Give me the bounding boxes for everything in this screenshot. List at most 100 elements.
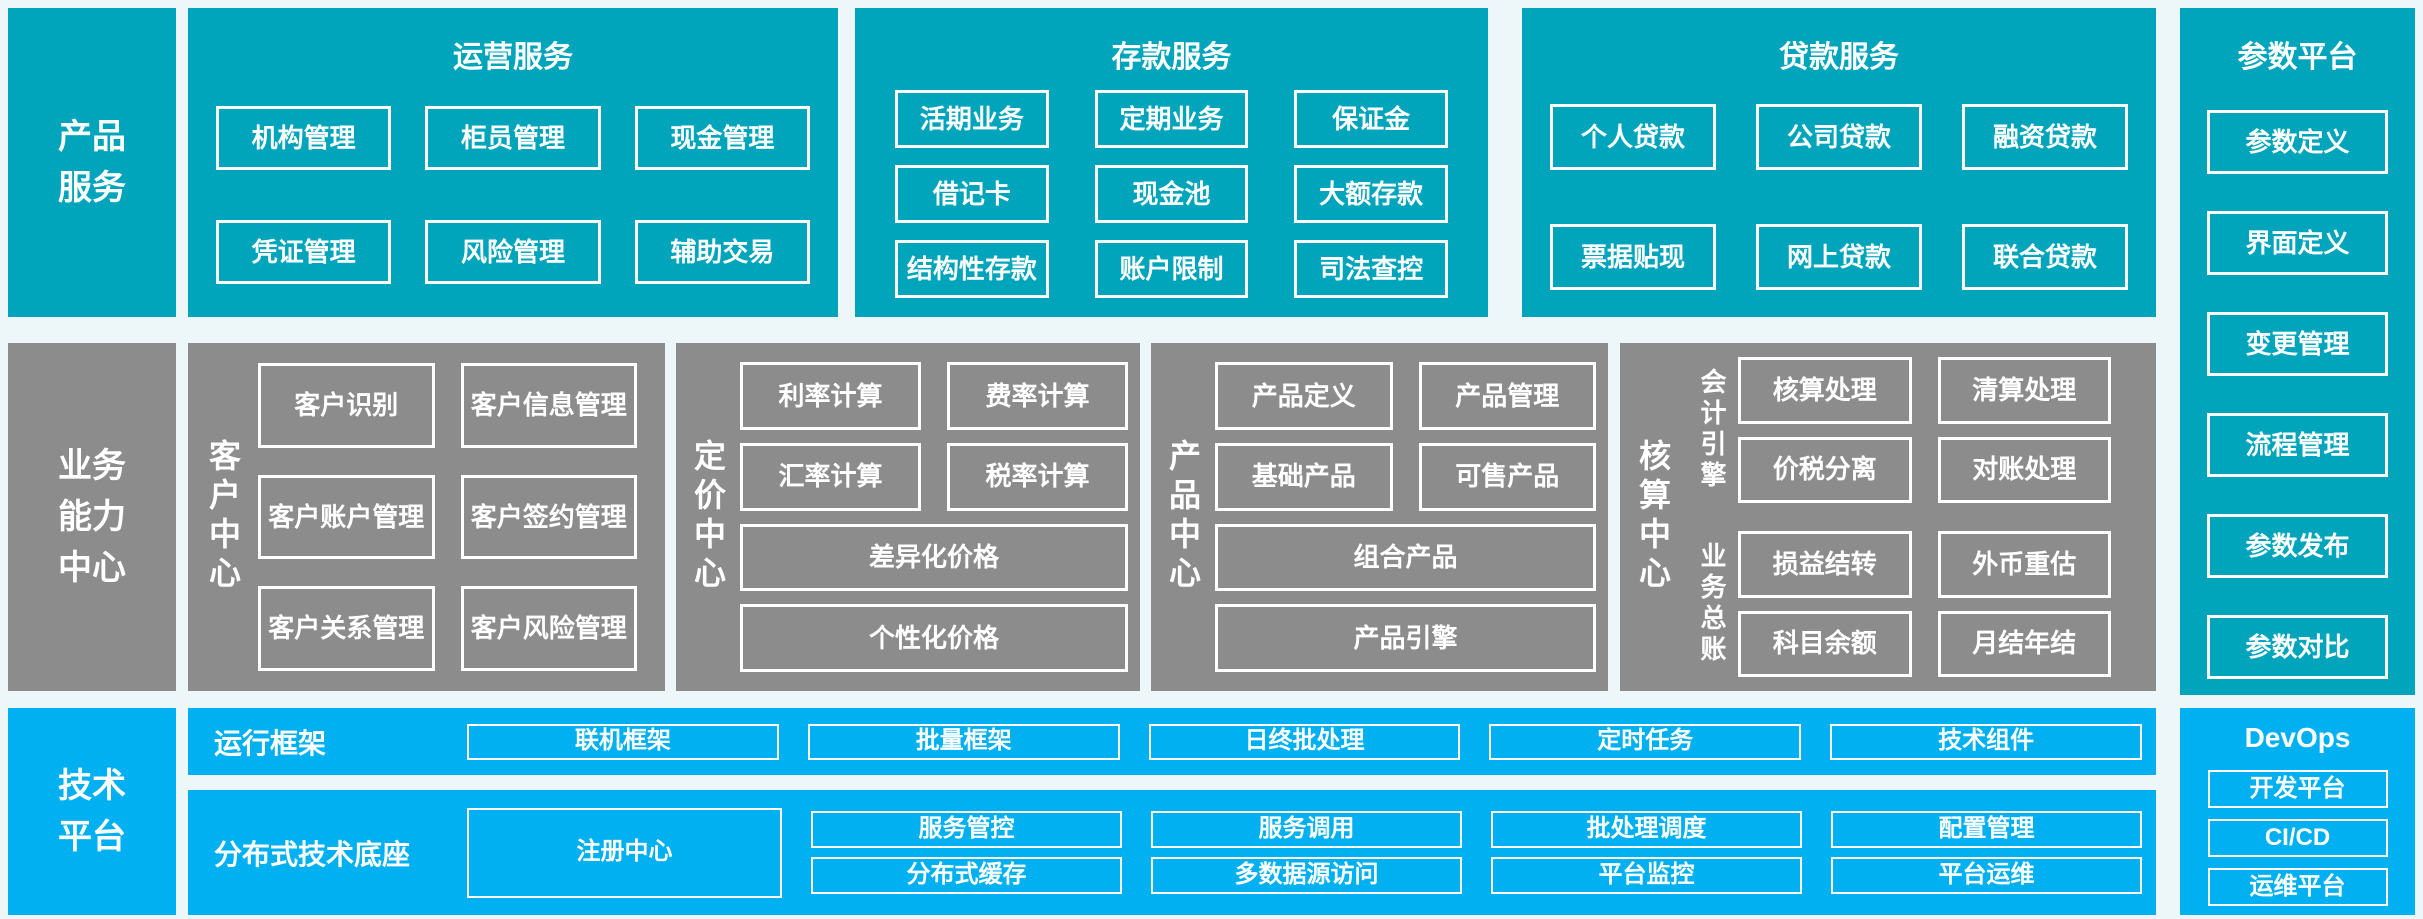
module-box: 网上贷款 bbox=[1756, 224, 1922, 290]
operation-services-grid: 机构管理 柜员管理 现金管理 凭证管理 风险管理 辅助交易 bbox=[216, 106, 810, 284]
module-box: 客户信息管理 bbox=[460, 363, 637, 448]
module-box: 凭证管理 bbox=[216, 220, 392, 284]
module-box: 费率计算 bbox=[947, 362, 1128, 430]
module-box: 参数对比 bbox=[2207, 615, 2388, 679]
rail-product-services-label: 产品服务 bbox=[58, 117, 126, 207]
section-operation-services: 运营服务 机构管理 柜员管理 现金管理 凭证管理 风险管理 辅助交易 bbox=[188, 8, 838, 317]
module-box: 流程管理 bbox=[2207, 413, 2388, 477]
module-box: 产品管理 bbox=[1418, 362, 1596, 430]
product-center-label: 产品中心 bbox=[1165, 439, 1201, 595]
module-box: 基础产品 bbox=[1215, 442, 1393, 511]
section-parameter-platform: 参数平台 参数定义 界面定义 变更管理 流程管理 参数发布 参数对比 bbox=[2180, 8, 2415, 695]
module-box: 配置管理 bbox=[1831, 811, 2142, 848]
module-box: 技术组件 bbox=[1830, 723, 2142, 760]
deposit-services-grid: 活期业务 定期业务 保证金 借记卡 现金池 大额存款 结构性存款 账户限制 司法… bbox=[895, 90, 1448, 298]
module-box: 月结年结 bbox=[1937, 610, 2111, 677]
module-box: 运维平台 bbox=[2207, 868, 2388, 906]
module-box: 批处理调度 bbox=[1491, 811, 1802, 848]
customer-center-label: 客户中心 bbox=[205, 439, 241, 595]
module-box: 服务管控 bbox=[811, 811, 1122, 848]
pricing-center-grid: 利率计算 费率计算 汇率计算 税率计算 差异化价格 个性化价格 bbox=[740, 362, 1128, 672]
section-pricing-center: 定价中心 利率计算 费率计算 汇率计算 税率计算 差异化价格 个性化价格 bbox=[676, 343, 1140, 691]
rail-product-services: 产品服务 bbox=[8, 8, 176, 317]
parameter-platform-list: 参数定义 界面定义 变更管理 流程管理 参数发布 参数对比 bbox=[2180, 110, 2415, 679]
section-devops: DevOps 开发平台 CI/CD 运维平台 bbox=[2180, 708, 2415, 915]
section-title: 存款服务 bbox=[1111, 41, 1232, 74]
section-title: DevOps bbox=[2244, 722, 2351, 753]
module-box: 注册中心 bbox=[467, 807, 782, 898]
module-box: 结构性存款 bbox=[895, 240, 1049, 298]
module-box: 客户签约管理 bbox=[460, 474, 637, 560]
module-box: 风险管理 bbox=[425, 220, 601, 284]
module-box: 价税分离 bbox=[1738, 436, 1912, 503]
runtime-framework-label: 运行框架 bbox=[214, 727, 327, 759]
module-box: 客户关系管理 bbox=[258, 586, 435, 671]
module-box: 活期业务 bbox=[895, 90, 1049, 148]
accounting-engine-label: 会计引擎 bbox=[1697, 368, 1727, 492]
module-box: 分布式缓存 bbox=[811, 857, 1122, 894]
rail-business-capability: 业务能力中心 bbox=[8, 343, 176, 691]
module-box: 现金管理 bbox=[634, 106, 810, 170]
section-title: 贷款服务 bbox=[1779, 41, 1899, 74]
module-box: 组合产品 bbox=[1215, 523, 1596, 592]
module-box: 日终批处理 bbox=[1148, 723, 1461, 760]
product-center-grid: 产品定义 产品管理 基础产品 可售产品 组合产品 产品引擎 bbox=[1215, 362, 1596, 672]
module-box: 产品定义 bbox=[1215, 362, 1393, 430]
distributed-base-label: 分布式技术底座 bbox=[214, 838, 411, 870]
business-ledger-group: 业务总账 损益结转 外币重估 科目余额 月结年结 bbox=[1686, 531, 2111, 677]
pricing-center-label: 定价中心 bbox=[690, 439, 726, 595]
module-box: 个人贷款 bbox=[1550, 104, 1716, 170]
module-box: 柜员管理 bbox=[425, 106, 601, 170]
business-ledger-grid: 损益结转 外币重估 科目余额 月结年结 bbox=[1738, 531, 2111, 677]
module-box: 客户账户管理 bbox=[258, 474, 435, 560]
module-box: 损益结转 bbox=[1738, 531, 1912, 598]
distributed-column: 服务管控 分布式缓存 bbox=[811, 811, 1122, 894]
section-title: 运营服务 bbox=[453, 41, 573, 74]
module-box: 账户限制 bbox=[1094, 240, 1249, 298]
module-box: 票据贴现 bbox=[1550, 224, 1716, 290]
section-distributed-base: 分布式技术底座 注册中心 服务管控 分布式缓存 服务调用 多数据源访问 批处理调… bbox=[188, 790, 2156, 915]
module-box: 公司贷款 bbox=[1756, 104, 1922, 170]
module-box: 外币重估 bbox=[1937, 531, 2111, 598]
module-box: CI/CD bbox=[2207, 819, 2388, 857]
accounting-center-body: 会计引擎 核算处理 清算处理 价税分离 对账处理 业务总账 损益结转 外币重估 … bbox=[1686, 357, 2111, 677]
section-runtime-framework: 运行框架 联机框架 批量框架 日终批处理 定时任务 技术组件 bbox=[188, 708, 2156, 775]
rail-business-capability-label: 业务能力中心 bbox=[58, 446, 126, 587]
module-box: 开发平台 bbox=[2207, 770, 2388, 808]
module-box: 平台监控 bbox=[1491, 857, 1802, 894]
section-product-center: 产品中心 产品定义 产品管理 基础产品 可售产品 组合产品 产品引擎 bbox=[1151, 343, 1608, 691]
module-box: 保证金 bbox=[1294, 90, 1448, 148]
distributed-column: 批处理调度 平台监控 bbox=[1491, 811, 1802, 894]
module-box: 可售产品 bbox=[1418, 442, 1596, 511]
customer-center-grid: 客户识别 客户信息管理 客户账户管理 客户签约管理 客户关系管理 客户风险管理 bbox=[258, 363, 637, 671]
module-box: 税率计算 bbox=[947, 442, 1128, 511]
module-box: 联机框架 bbox=[467, 723, 779, 760]
module-box: 清算处理 bbox=[1937, 357, 2111, 424]
loan-services-grid: 个人贷款 公司贷款 融资贷款 票据贴现 网上贷款 联合贷款 bbox=[1550, 104, 2128, 290]
module-box: 服务调用 bbox=[1151, 811, 1462, 848]
accounting-engine-grid: 核算处理 清算处理 价税分离 对账处理 bbox=[1738, 357, 2111, 503]
module-box: 个性化价格 bbox=[740, 604, 1128, 672]
module-box: 科目余额 bbox=[1738, 610, 1912, 677]
accounting-center-label: 核算中心 bbox=[1635, 439, 1671, 595]
module-box: 机构管理 bbox=[216, 106, 392, 170]
module-box: 对账处理 bbox=[1937, 436, 2111, 503]
module-box: 司法查控 bbox=[1294, 240, 1448, 298]
distributed-column: 配置管理 平台运维 bbox=[1831, 811, 2142, 894]
module-box: 产品引擎 bbox=[1215, 604, 1596, 672]
business-ledger-label: 业务总账 bbox=[1697, 542, 1727, 666]
module-box: 辅助交易 bbox=[634, 220, 810, 284]
module-box: 平台运维 bbox=[1831, 857, 2142, 894]
module-box: 界面定义 bbox=[2207, 211, 2388, 275]
module-box: 定时任务 bbox=[1489, 723, 1802, 760]
section-loan-services: 贷款服务 个人贷款 公司贷款 融资贷款 票据贴现 网上贷款 联合贷款 bbox=[1522, 8, 2156, 317]
section-deposit-services: 存款服务 活期业务 定期业务 保证金 借记卡 现金池 大额存款 结构性存款 账户… bbox=[855, 8, 1488, 317]
module-box: 参数发布 bbox=[2207, 514, 2388, 578]
module-box: 客户识别 bbox=[258, 363, 435, 448]
rail-tech-platform-label: 技术平台 bbox=[58, 766, 126, 856]
distributed-column: 服务调用 多数据源访问 bbox=[1151, 811, 1462, 894]
accounting-engine-group: 会计引擎 核算处理 清算处理 价税分离 对账处理 bbox=[1686, 357, 2111, 503]
module-box: 汇率计算 bbox=[740, 442, 921, 511]
module-box: 核算处理 bbox=[1738, 357, 1912, 424]
